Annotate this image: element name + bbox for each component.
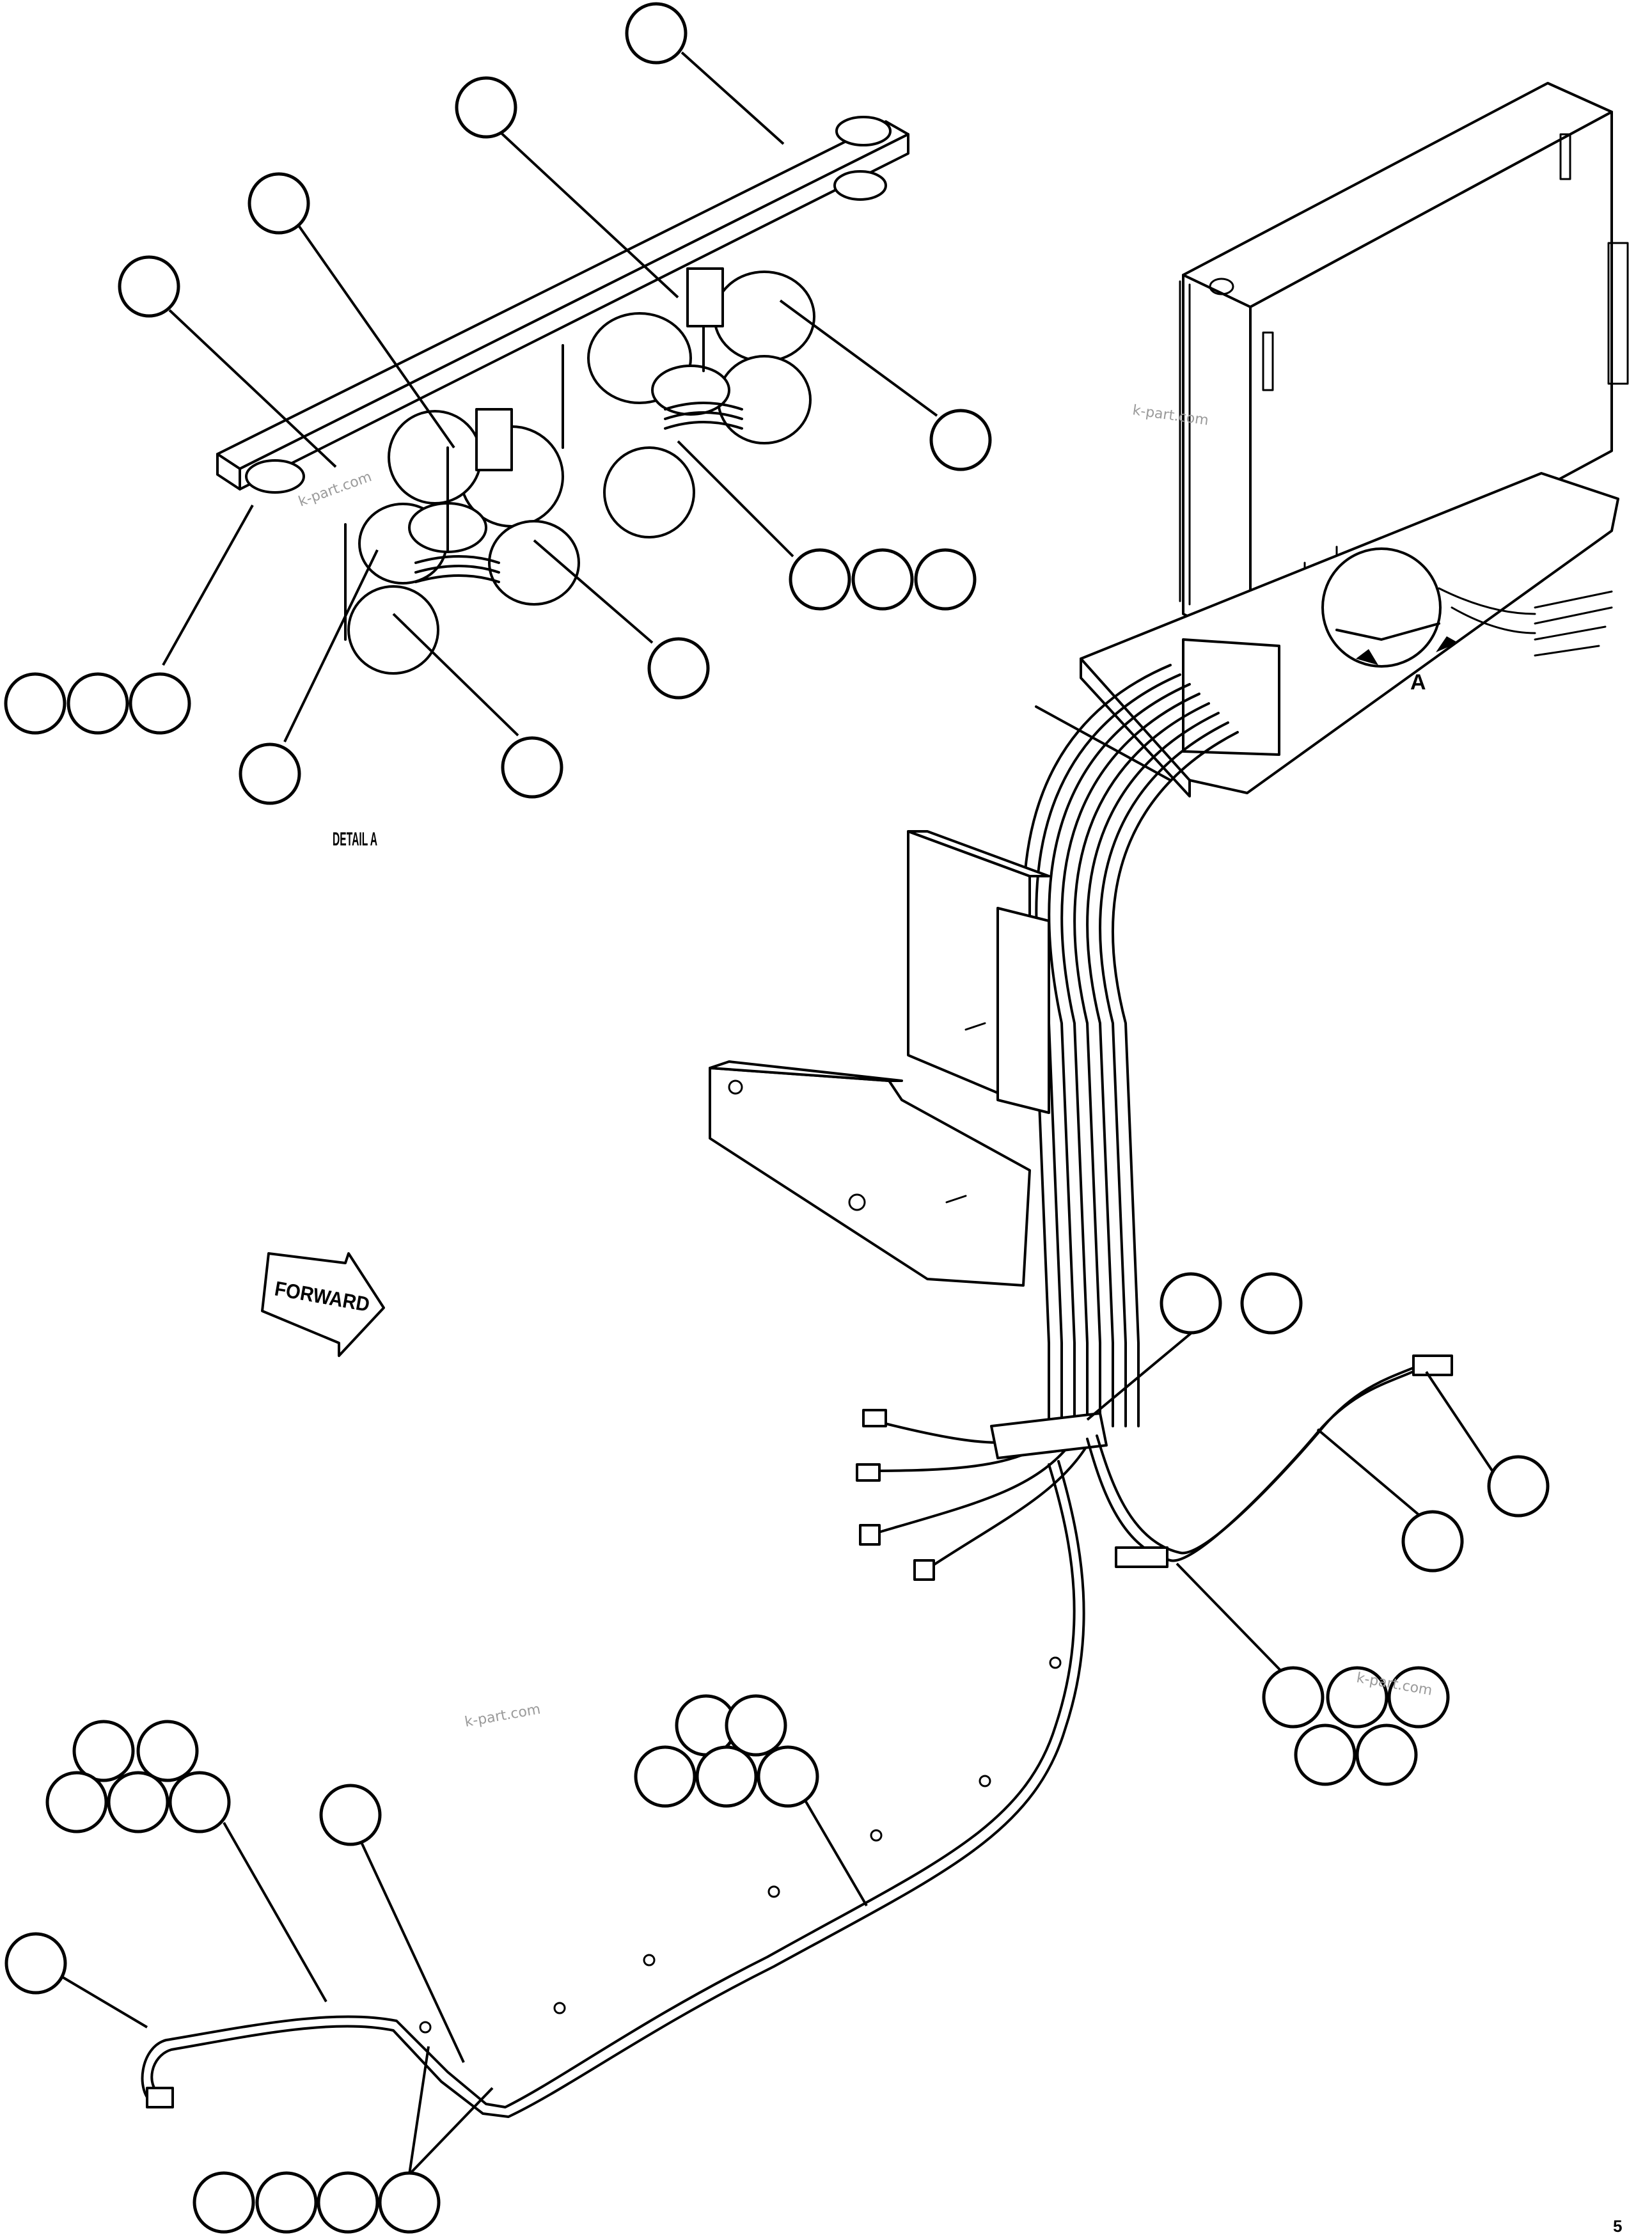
detail-a-clamp-assembly: DETAIL A (216, 116, 909, 850)
callout-balloon (67, 672, 129, 735)
callout-balloon (929, 409, 992, 471)
callout-balloon (647, 637, 710, 700)
long-hose-run (141, 1460, 1085, 2118)
callout-balloon (248, 172, 310, 235)
callout-balloon (455, 76, 517, 139)
detail-a-label: DETAIL A (333, 829, 377, 850)
callout-balloon (45, 1771, 108, 1833)
callout-balloon (1355, 1723, 1418, 1786)
callout-balloon (1160, 1272, 1222, 1335)
callout-balloon (634, 1745, 696, 1808)
callout-balloon (501, 736, 563, 799)
callout-balloon (914, 548, 977, 611)
callout-balloon (4, 1932, 67, 1995)
watermark: k-part.com (297, 469, 374, 510)
callout-balloon (72, 1720, 135, 1782)
callout-balloon (255, 2171, 318, 2234)
callout-balloon (107, 1771, 169, 1833)
callout-balloon (1401, 1510, 1464, 1573)
callout-balloon (625, 2, 688, 65)
callout-balloon (378, 2171, 441, 2234)
right-branch-hose (1086, 1354, 1453, 1568)
callout-balloon (129, 672, 191, 735)
callout-balloon (1262, 1666, 1325, 1729)
mounting-brackets (709, 830, 1050, 1287)
forward-arrow: FORWARD (261, 1252, 385, 1357)
callout-balloon (4, 672, 67, 735)
page-number: 5 (1613, 2217, 1622, 2236)
callout-balloon (725, 1694, 787, 1757)
callout-balloon (319, 1784, 382, 1846)
callout-balloon (118, 255, 180, 318)
hose-bundle (856, 664, 1239, 1581)
callout-balloon (851, 548, 914, 611)
callout-balloon (1487, 1455, 1550, 1518)
callout-balloon (193, 2171, 255, 2234)
callout-balloon (168, 1771, 231, 1833)
leader-lines (59, 51, 1498, 2176)
callout-balloon (695, 1745, 758, 1808)
callout-balloon (789, 548, 851, 611)
callout-balloon (1294, 1723, 1357, 1786)
callout-balloon (1387, 1666, 1450, 1729)
watermark: k-part.com (464, 1701, 542, 1730)
callout-balloon (757, 1745, 819, 1808)
valve-housing: A (1080, 82, 1629, 797)
callout-balloon (1326, 1666, 1388, 1729)
callout-balloon (317, 2171, 379, 2234)
callout-balloon (1240, 1272, 1303, 1335)
callout-balloons (4, 2, 1550, 2234)
callout-balloon (239, 742, 301, 805)
view-a-marker: A (1410, 670, 1426, 695)
callout-balloon (136, 1720, 199, 1782)
view-a-circle (1321, 547, 1442, 668)
